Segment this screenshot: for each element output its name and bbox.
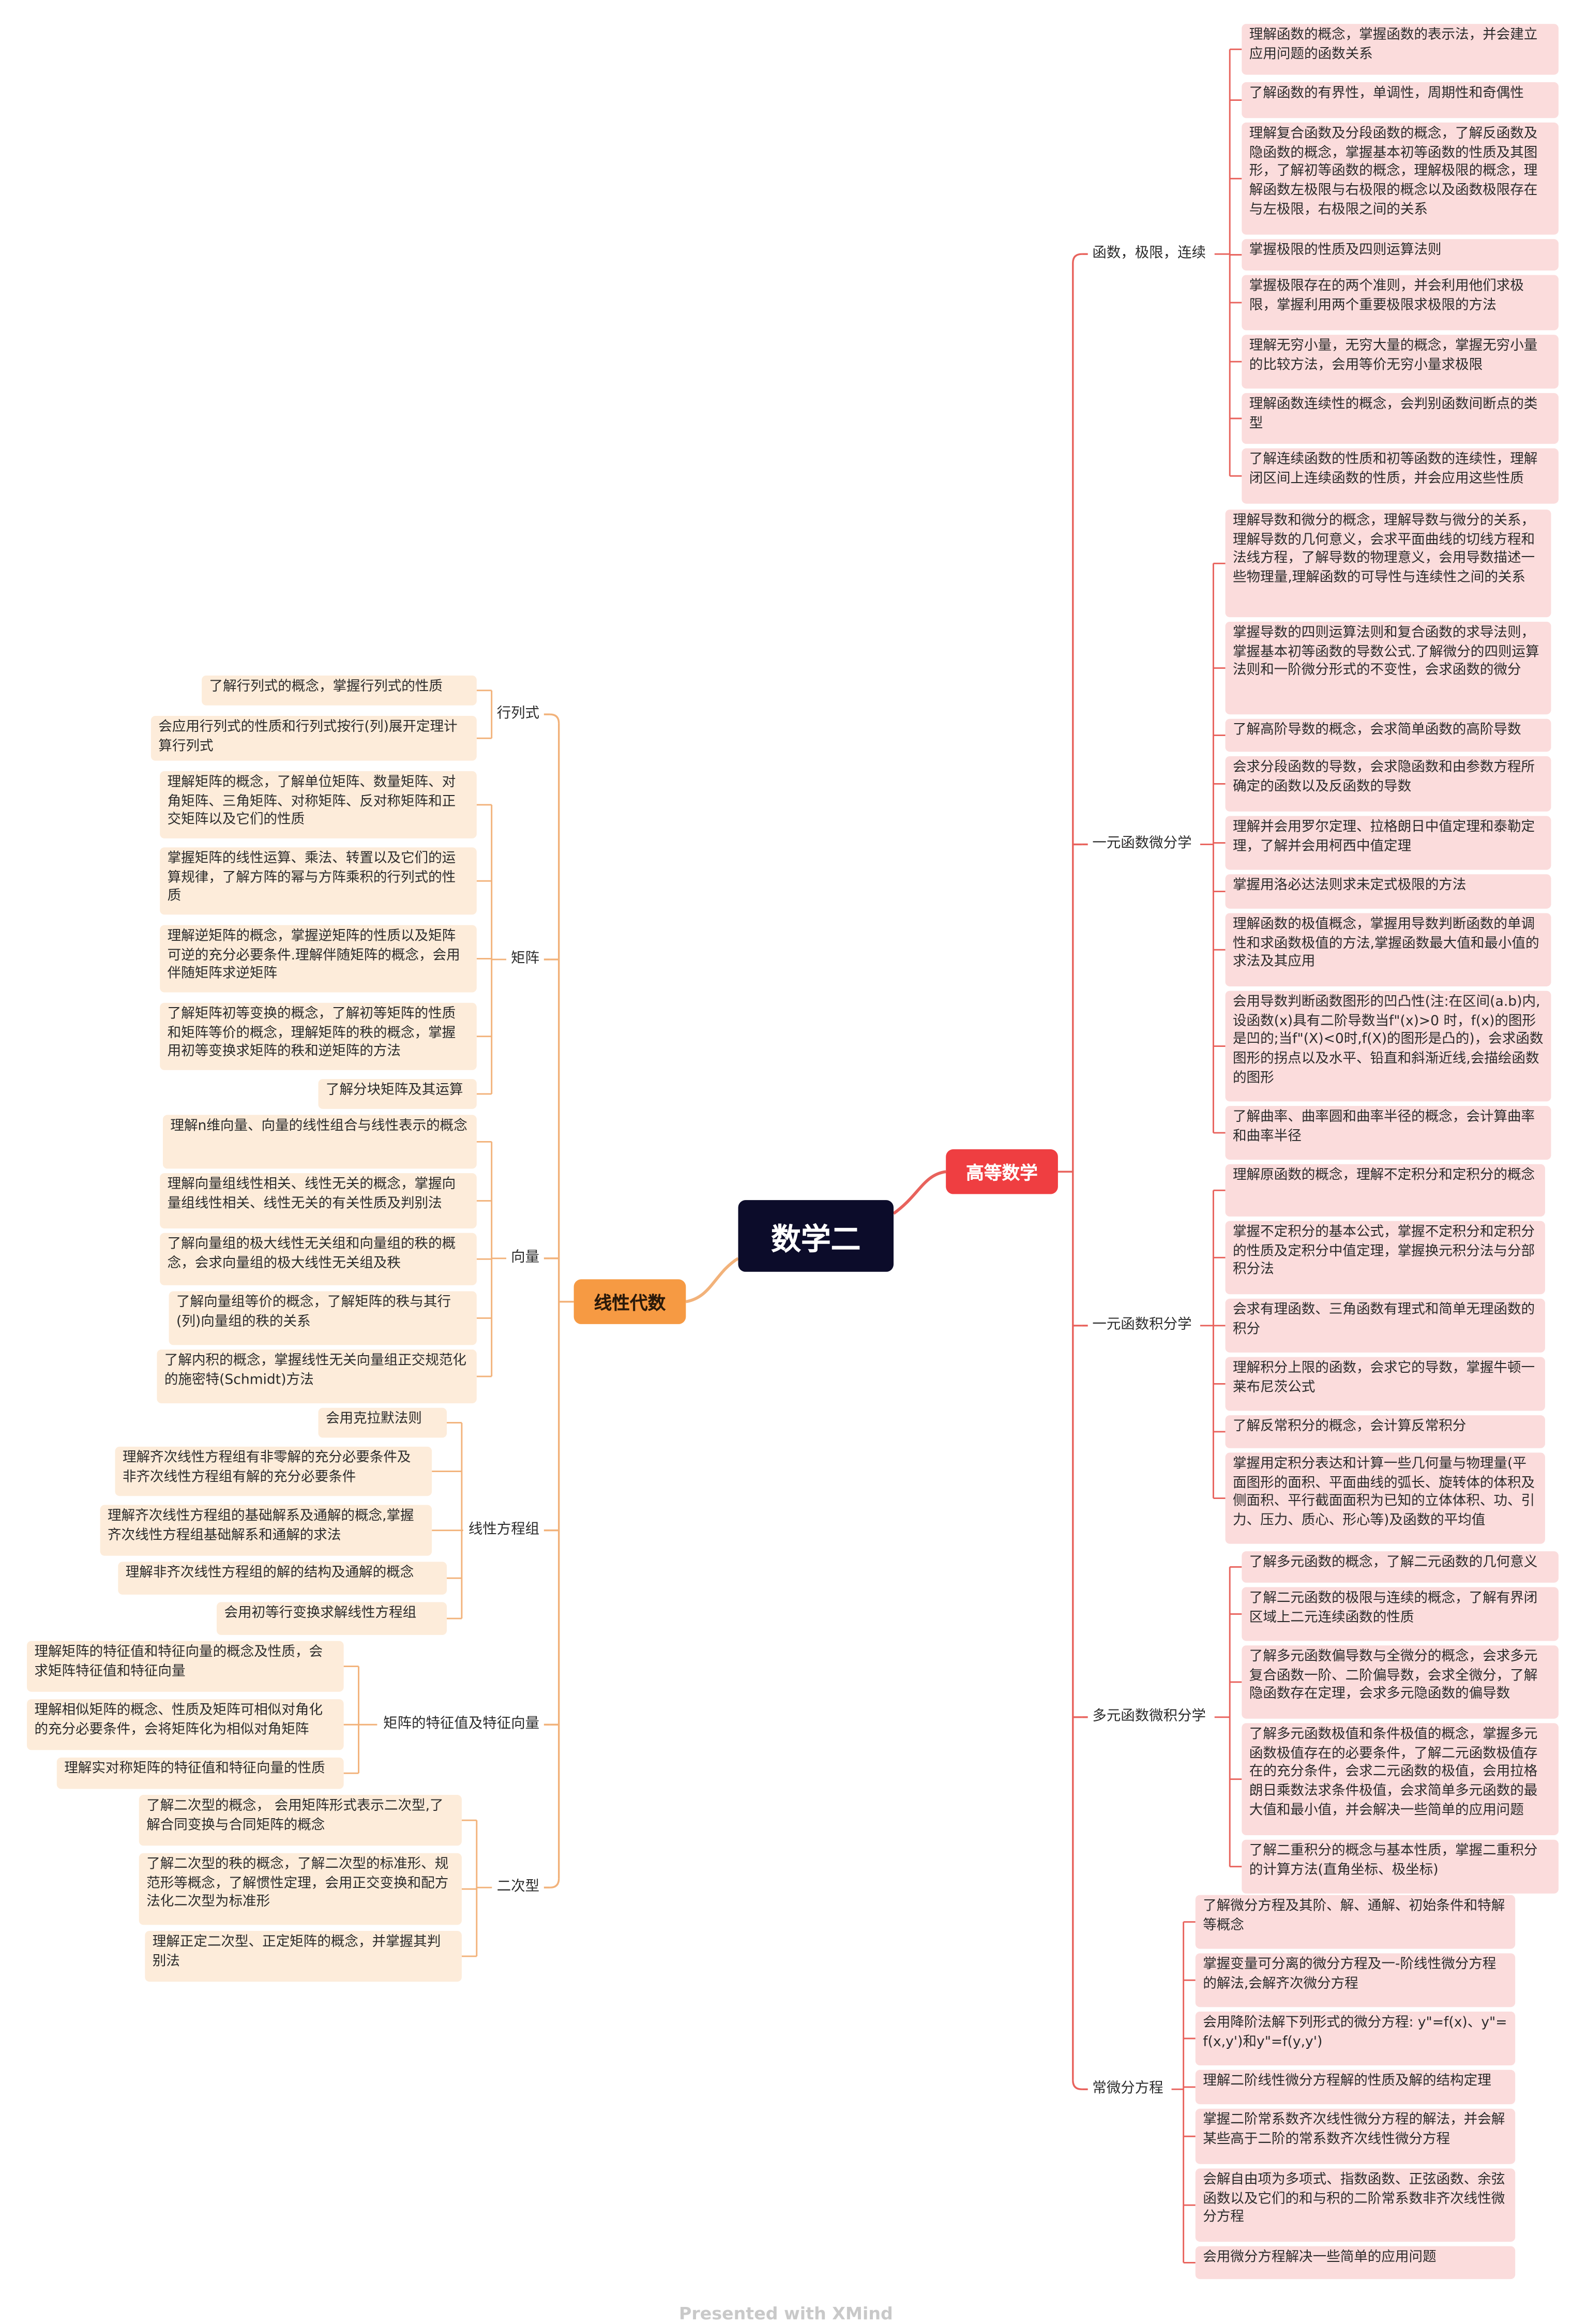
leaf-1-8[interactable]: 了解连续函数的性质和初等函数的连续性，理解闭区间上连续函数的性质，并会应用这些性… [1242,448,1559,504]
branch-label-la-4[interactable]: 线性方程组 [468,1521,540,1538]
leaf-2-7[interactable]: 理解函数的极值概念，掌握用导数判断函数的单调性和求函数极值的方法,掌握函数最大值… [1225,913,1551,986]
leaf-la-3-4[interactable]: 了解向量组等价的概念，了解矩阵的秩与其行(列)向量组的秩的关系 [169,1291,477,1345]
leaf-2-6[interactable]: 掌握用洛必达法则求未定式极限的方法 [1225,874,1551,909]
leaf-1-3[interactable]: 理解复合函数及分段函数的概念，了解反函数及隐函数的概念，掌握基本初等函数的性质及… [1242,122,1559,235]
leaf-la-2-5[interactable]: 了解分块矩阵及其运算 [318,1079,477,1109]
leaf-5-2[interactable]: 掌握变量可分离的微分方程及一-阶线性微分方程的解法,会解齐次微分方程 [1195,1953,1516,2007]
leaf-1-1[interactable]: 理解函数的概念，掌握函数的表示法，并会建立应用问题的函数关系 [1242,24,1559,75]
branch-label-la-3[interactable]: 向量 [511,1249,540,1266]
leaf-la-5-1[interactable]: 理解矩阵的特征值和特征向量的概念及性质，会求矩阵特征值和特征向量 [27,1641,344,1692]
leaf-2-2[interactable]: 掌握导数的四则运算法则和复合函数的求导法则，掌握基本初等函数的导数公式.了解微分… [1225,621,1551,715]
leaf-la-3-3[interactable]: 了解向量组的极大线性无关组和向量组的秩的概念，会求向量组的极大线性无关组及秩 [160,1233,477,1285]
leaf-la-5-2[interactable]: 理解相似矩阵的概念、性质及矩阵可相似对角化的充分必要条件，会将矩阵化为相似对角矩… [27,1699,344,1750]
leaf-la-1-1[interactable]: 了解行列式的概念，掌握行列式的性质 [202,675,477,706]
leaf-3-4[interactable]: 理解积分上限的函数，会求它的导数，掌握牛顿一莱布尼茨公式 [1225,1357,1545,1411]
leaf-1-6[interactable]: 理解无穷小量，无穷大量的概念，掌握无穷小量的比较方法，会用等价无穷小量求极限 [1242,335,1559,389]
branch-label-la-5[interactable]: 矩阵的特征值及特征向量 [383,1715,540,1732]
leaf-2-4[interactable]: 会求分段函数的导数，会求隐函数和由参数方程所确定的函数以及反函数的导数 [1225,756,1551,812]
branch-label-la-1[interactable]: 行列式 [496,705,540,722]
leaf-2-9[interactable]: 了解曲率、曲率圆和曲率半径的概念，会计算曲率和曲率半径 [1225,1106,1551,1160]
leaf-la-6-2[interactable]: 了解二次型的秩的概念，了解二次型的标准形、规范形等概念，了解惯性定理，会用正交变… [139,1853,462,1925]
branch-label-4[interactable]: 多元函数微积分学 [1092,1708,1206,1725]
leaf-la-6-1[interactable]: 了解二次型的概念， 会用矩阵形式表示二次型,了解合同变换与合同矩阵的概念 [139,1795,462,1846]
leaf-5-7[interactable]: 会用微分方程解决一些简单的应用问题 [1195,2246,1516,2280]
main-topic-advanced-math[interactable]: 高等数学 [946,1149,1058,1194]
leaf-la-4-4[interactable]: 理解非齐次线性方程组的解的结构及通解的概念 [118,1562,447,1595]
leaf-la-6-3[interactable]: 理解正定二次型、正定矩阵的概念，并掌握其判别法 [145,1930,462,1982]
leaf-2-1[interactable]: 理解导数和微分的概念，理解导数与微分的关系，理解导数的几何意义，会求平面曲线的切… [1225,509,1551,618]
branch-label-la-6[interactable]: 二次型 [496,1878,540,1895]
leaf-1-5[interactable]: 掌握极限存在的两个准则，并会利用他们求极限，掌握利用两个重要极限求极限的方法 [1242,275,1559,331]
leaf-3-2[interactable]: 掌握不定积分的基本公式，掌握不定积分和定积分的性质及定积分中值定理，掌握换元积分… [1225,1221,1545,1295]
leaf-la-3-1[interactable]: 理解n维向量、向量的线性组合与线性表示的概念 [162,1115,477,1169]
leaf-la-4-1[interactable]: 会用克拉默法则 [318,1407,447,1438]
leaf-la-1-2[interactable]: 会应用行列式的性质和行列式按行(列)展开定理计算行列式 [150,715,477,761]
leaf-la-4-2[interactable]: 理解齐次线性方程组有非零解的充分必要条件及非齐次线性方程组有解的充分必要条件 [115,1446,432,1496]
leaf-5-6[interactable]: 会解自由项为多项式、指数函数、正弦函数、余弦函数以及它们的和与积的二阶常系数非齐… [1195,2168,1516,2242]
main-topic-linear-algebra[interactable]: 线性代数 [573,1279,686,1324]
leaf-la-3-2[interactable]: 理解向量组线性相关、线性无关的概念，掌握向量组线性相关、线性无关的有关性质及判别… [160,1173,477,1229]
leaf-4-2[interactable]: 了解二元函数的极限与连续的概念，了解有界闭区域上二元连续函数的性质 [1242,1587,1559,1641]
leaf-la-2-1[interactable]: 理解矩阵的概念，了解单位矩阵、数量矩阵、对角矩阵、三角矩阵、对称矩阵、反对称矩阵… [160,771,477,838]
leaf-5-3[interactable]: 会用降阶法解下列形式的微分方程: y"=f(x)、y"= f(x,y')和y"=… [1195,2011,1516,2066]
leaf-1-2[interactable]: 了解函数的有界性，单调性，周期性和奇偶性 [1242,82,1559,118]
branch-label-la-2[interactable]: 矩阵 [511,950,540,967]
leaf-4-5[interactable]: 了解二重积分的概念与基本性质，掌握二重积分的计算方法(直角坐标、极坐标) [1242,1839,1559,1894]
leaf-4-3[interactable]: 了解多元函数偏导数与全微分的概念，会求多元复合函数一阶、二阶偏导数，会求全微分，… [1242,1645,1559,1719]
branch-label-3[interactable]: 一元函数积分学 [1092,1316,1192,1333]
leaf-4-4[interactable]: 了解多元函数极值和条件极值的概念，掌握多元函数极值存在的必要条件，了解二元函数极… [1242,1723,1559,1836]
leaf-la-2-3[interactable]: 理解逆矩阵的概念，掌握逆矩阵的性质以及矩阵可逆的充分必要条件.理解伴随矩阵的概念… [160,925,477,993]
leaf-la-4-5[interactable]: 会用初等行变换求解线性方程组 [217,1602,447,1635]
leaf-3-1[interactable]: 理解原函数的概念，理解不定积分和定积分的概念 [1225,1164,1545,1217]
leaf-5-5[interactable]: 掌握二阶常系数齐次线性微分方程的解法，并会解某些高于二阶的常系数齐次线性微分方程 [1195,2108,1516,2164]
leaf-la-2-4[interactable]: 了解矩阵初等变换的概念，了解初等矩阵的性质和矩阵等价的概念，理解矩阵的秩的概念，… [160,1002,477,1070]
leaf-5-1[interactable]: 了解微分方程及其阶、解、通解、初始条件和特解等概念 [1195,1895,1516,1949]
leaf-4-1[interactable]: 了解多元函数的概念，了解二元函数的几何意义 [1242,1551,1559,1583]
footer-watermark: Presented with XMind [679,2303,893,2324]
leaf-5-4[interactable]: 理解二阶线性微分方程解的性质及解的结构定理 [1195,2070,1516,2105]
leaf-2-5[interactable]: 理解并会用罗尔定理、拉格朗日中值定理和泰勒定理，了解并会用柯西中值定理 [1225,816,1551,870]
leaf-la-4-3[interactable]: 理解齐次线性方程组的基础解系及通解的概念,掌握齐次线性方程组基础解系和通解的求法 [100,1505,432,1556]
branch-label-2[interactable]: 一元函数微分学 [1092,835,1192,852]
leaf-2-3[interactable]: 了解高阶导数的概念，会求简单函数的高阶导数 [1225,718,1551,752]
leaf-3-6[interactable]: 掌握用定积分表达和计算一些几何量与物理量(平面图形的面积、平面曲线的弧长、旋转体… [1225,1452,1545,1544]
leaf-la-3-5[interactable]: 了解内积的概念，掌握线性无关向量组正交规范化的施密特(Schmidt)方法 [157,1350,477,1404]
leaf-1-7[interactable]: 理解函数连续性的概念，会判别函数间断点的类型 [1242,393,1559,444]
root-topic[interactable]: 数学二 [738,1200,894,1272]
leaf-1-4[interactable]: 掌握极限的性质及四则运算法则 [1242,239,1559,271]
leaf-la-5-3[interactable]: 理解实对称矩阵的特征值和特征向量的性质 [56,1757,344,1789]
branch-label-1[interactable]: 函数，极限，连续 [1092,245,1206,262]
leaf-2-8[interactable]: 会用导数判断函数图形的凹凸性(注:在区间(a.b)内,设函数(x)具有二阶导数当… [1225,991,1551,1102]
leaf-3-5[interactable]: 了解反常积分的概念，会计算反常积分 [1225,1415,1545,1448]
branch-label-5[interactable]: 常微分方程 [1092,2080,1163,2097]
leaf-la-2-2[interactable]: 掌握矩阵的线性运算、乘法、转置以及它们的运算规律，了解方阵的幂与方阵乘积的行列式… [160,847,477,915]
leaf-3-3[interactable]: 会求有理函数、三角函数有理式和简单无理函数的积分 [1225,1298,1545,1353]
